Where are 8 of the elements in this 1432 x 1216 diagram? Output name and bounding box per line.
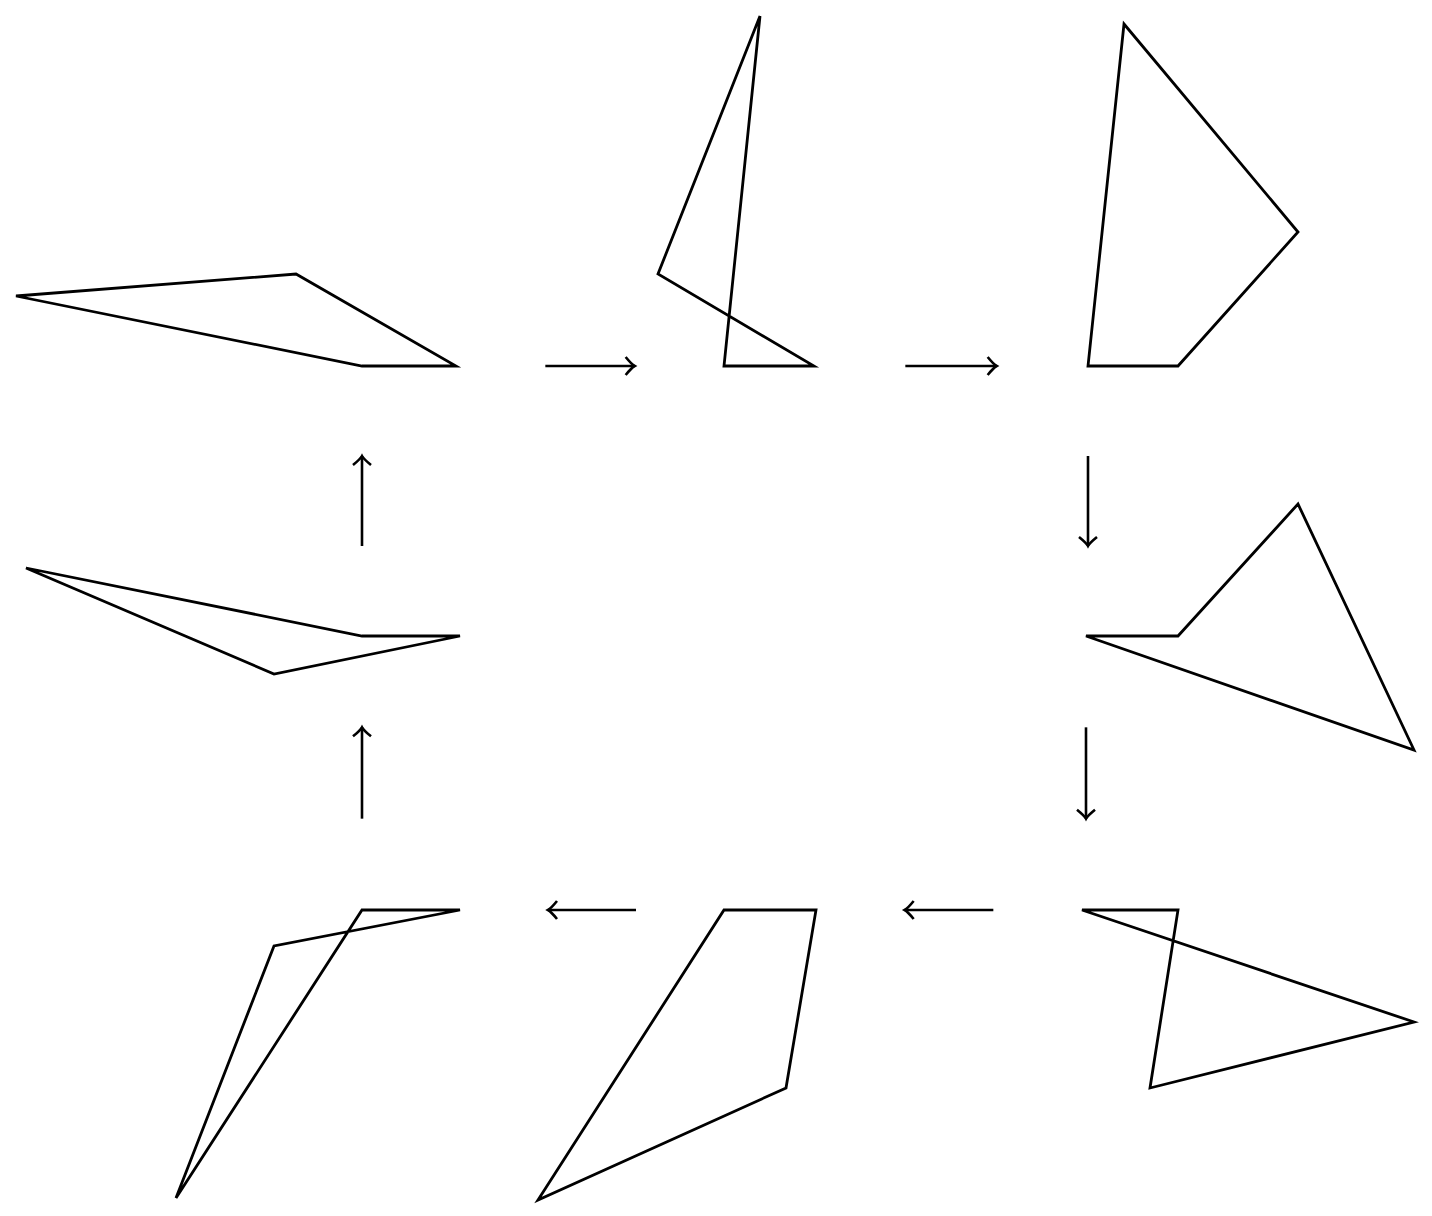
quadrilateral-outline <box>1080 908 1416 1090</box>
quadrilateral-outline <box>1086 22 1300 368</box>
quadrilateral-outline <box>14 272 458 368</box>
quadrilateral-outline <box>536 908 818 1202</box>
quadrilateral-outline <box>174 908 462 1200</box>
quadrilateral-outline <box>656 14 816 368</box>
quadrilateral-outline <box>1084 502 1416 752</box>
quadrilateral-outline <box>24 566 462 676</box>
